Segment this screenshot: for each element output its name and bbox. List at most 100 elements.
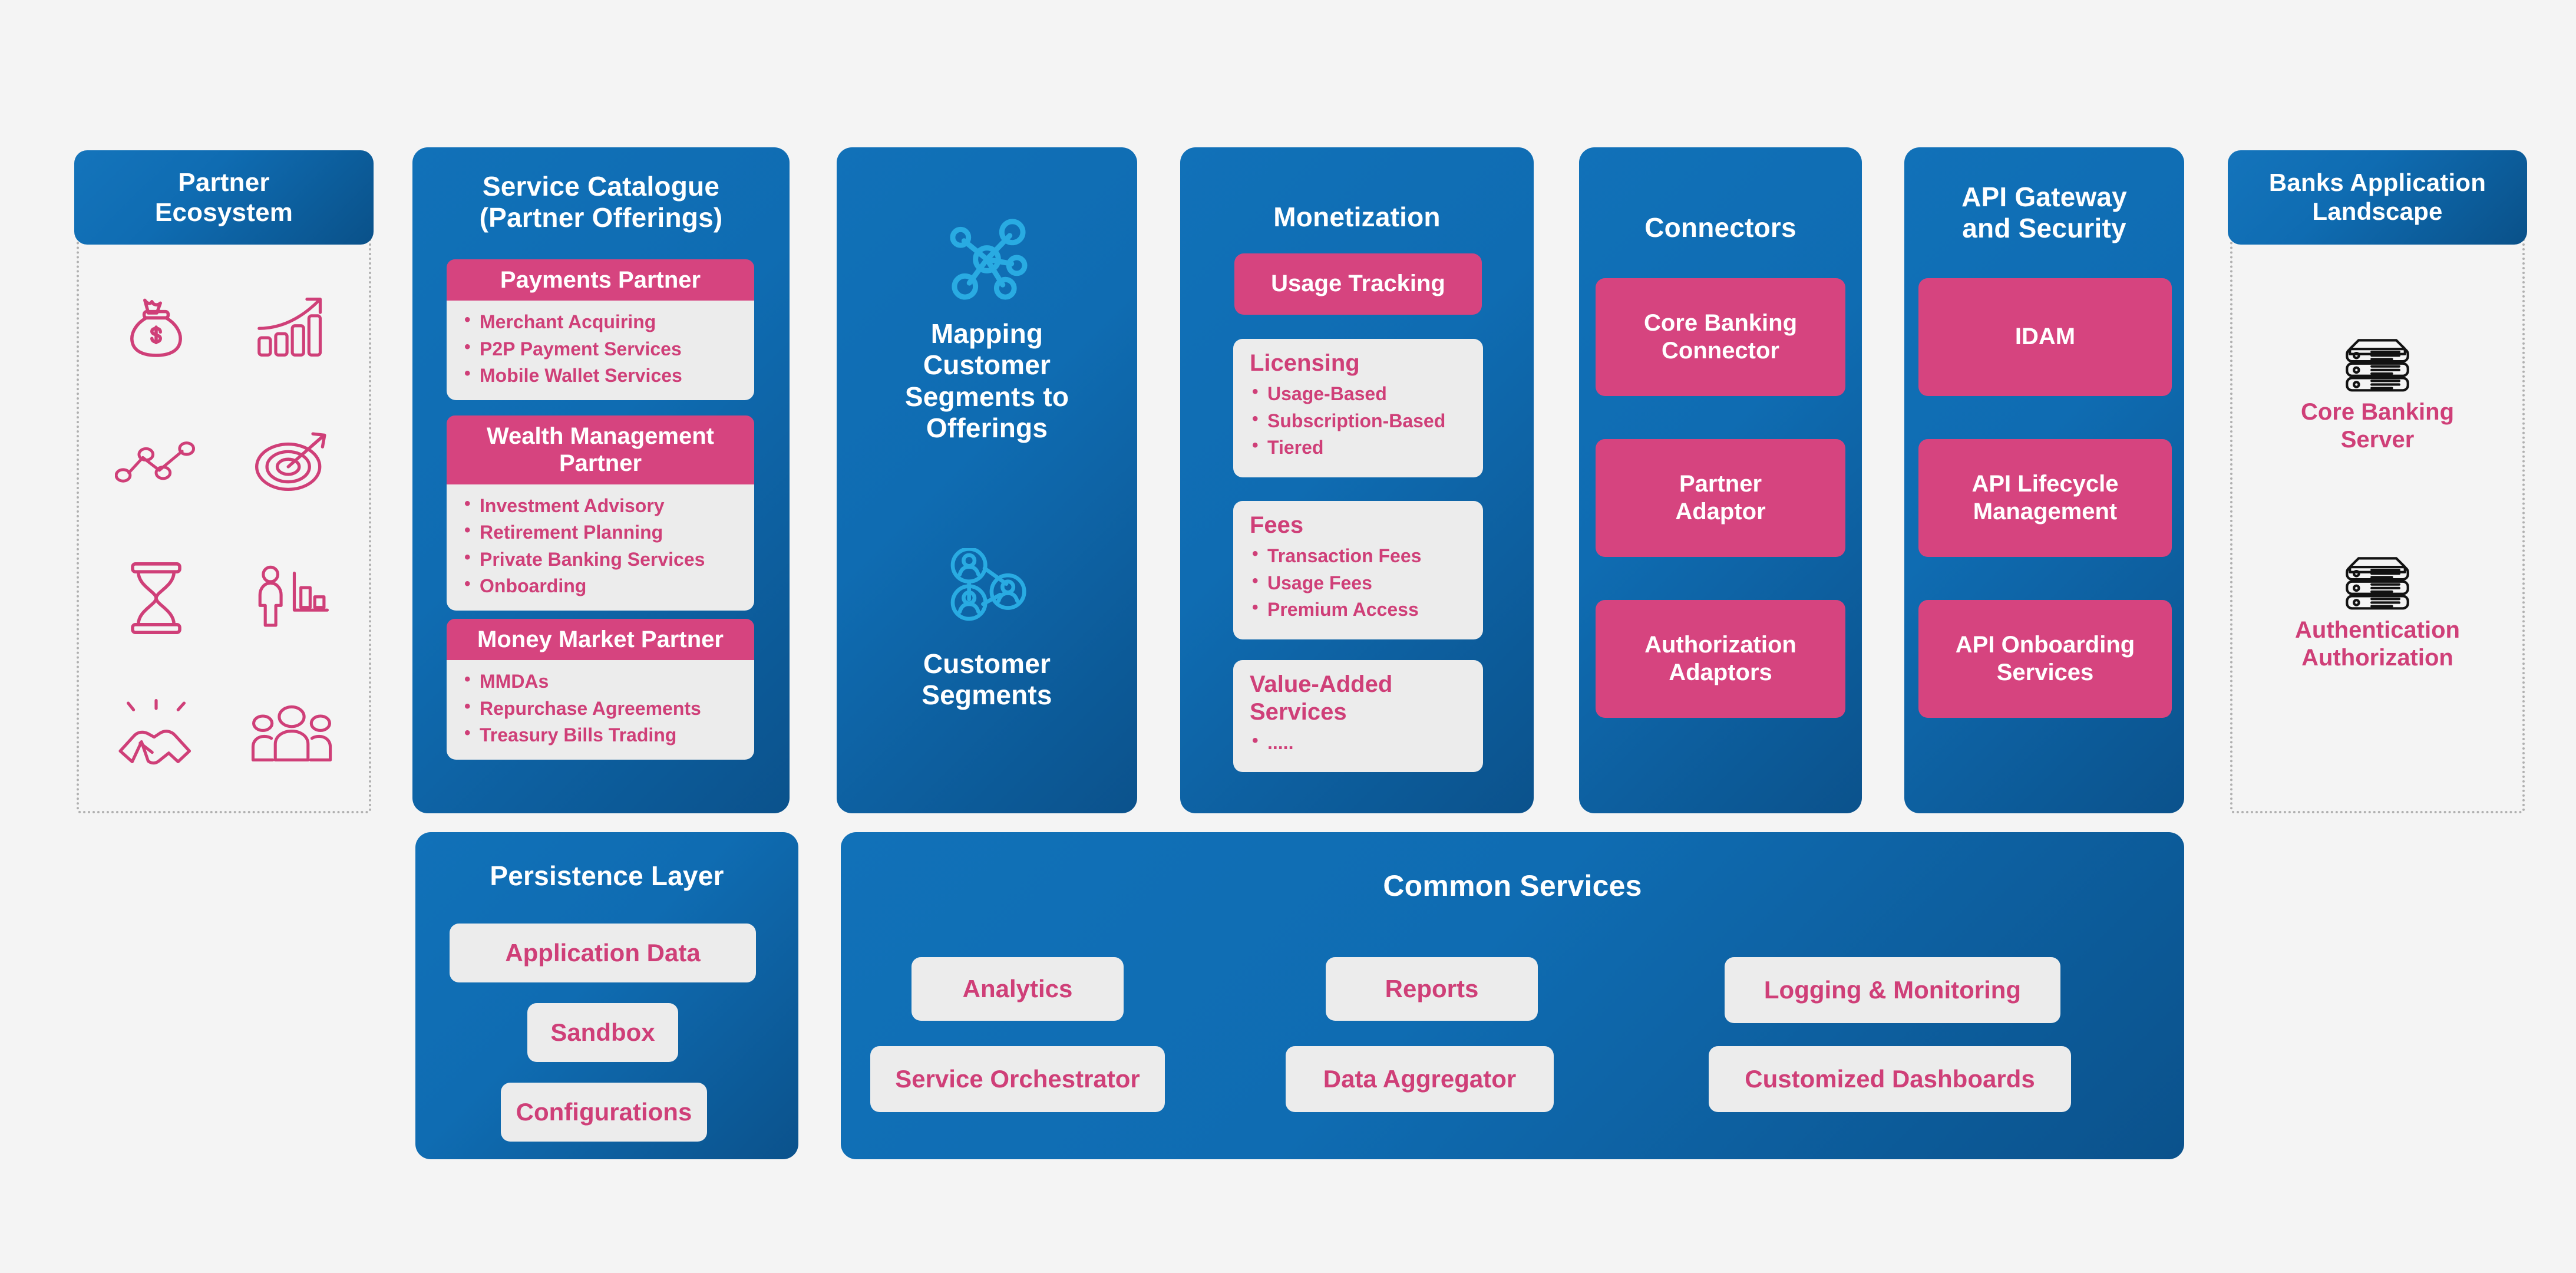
card-header-line1: Value-Added	[1250, 671, 1393, 697]
banks-landscape-title-line2: Landscape	[2312, 197, 2443, 225]
connector-label-line1: Partner	[1679, 470, 1762, 497]
card-item-list: Transaction Fees Usage Fees Premium Acce…	[1250, 542, 1469, 623]
list-item: .....	[1250, 728, 1469, 756]
api-gateway-label-line2: Management	[1973, 499, 2118, 525]
partner-ecosystem-title-line2: Ecosystem	[154, 198, 293, 227]
service-catalogue-title-line2: (Partner Offerings)	[479, 202, 723, 233]
landscape-item-core-banking-server: Core Banking Server	[2230, 336, 2525, 454]
service-group-body: Investment Advisory Retirement Planning …	[447, 484, 754, 611]
list-item: Usage Fees	[1250, 569, 1469, 596]
customer-segments-title-line1: Customer	[923, 648, 1051, 679]
common-service-logging-monitoring: Logging & Monitoring	[1725, 957, 2060, 1023]
landscape-label-line2: Authorization	[2301, 645, 2453, 671]
common-service-service-orchestrator: Service Orchestrator	[870, 1046, 1165, 1112]
service-item-list: Investment Advisory Retirement Planning …	[462, 492, 741, 600]
landscape-item-label: Authentication Authorization	[2230, 616, 2525, 672]
service-catalogue-panel: Service Catalogue (Partner Offerings) Pa…	[412, 147, 790, 813]
service-item-list: MMDAs Repurchase Agreements Treasury Bil…	[462, 667, 741, 748]
server-stack-icon	[2230, 554, 2525, 611]
api-gateway-label-line1: IDAM	[2014, 324, 2076, 350]
service-group-money-market-partner: Money Market Partner MMDAs Repurchase Ag…	[447, 619, 754, 760]
list-item: Investment Advisory	[462, 492, 741, 519]
partner-ecosystem-title: Partner Ecosystem	[155, 167, 293, 227]
service-group-header: Money Market Partner	[447, 619, 754, 661]
landscape-label-line1: Core Banking	[2300, 399, 2455, 425]
api-gateway-title-line1: API Gateway	[1961, 182, 2127, 212]
customer-segments-title-line2: Segments	[922, 680, 1052, 711]
banks-landscape-header: Banks Application Landscape	[2228, 150, 2527, 245]
monetization-title: Monetization	[1273, 202, 1441, 232]
monetization-panel: Monetization Usage Tracking Licensing Us…	[1180, 147, 1534, 813]
api-gateway-title: API Gateway and Security	[1904, 147, 2184, 245]
connector-label-line2: Adaptor	[1675, 499, 1766, 525]
list-item: P2P Payment Services	[462, 335, 741, 362]
service-group-body: MMDAs Repurchase Agreements Treasury Bil…	[447, 660, 754, 760]
banks-landscape-title-line1: Banks Application	[2268, 169, 2486, 197]
mapping-title-line3: Segments to	[904, 381, 1069, 412]
common-service-analytics: Analytics	[911, 957, 1124, 1021]
usage-tracking-badge: Usage Tracking	[1234, 253, 1482, 315]
service-group-wealth-management-partner: Wealth Management Partner Investment Adv…	[447, 415, 754, 611]
banks-landscape-body: Core Banking Server	[2230, 189, 2525, 813]
api-gateway-label-line1: API Onboarding	[1955, 631, 2135, 658]
mapping-title-line4: Offerings	[926, 413, 1048, 444]
landscape-item-authentication-authorization: Authentication Authorization	[2230, 554, 2525, 672]
api-gateway-item-idam: IDAM	[1918, 278, 2172, 396]
service-group-header-line2: Partner	[559, 450, 642, 477]
card-item-list: .....	[1250, 728, 1469, 756]
partner-ecosystem-header: Partner Ecosystem	[74, 150, 374, 245]
connector-core-banking-connector: Core Banking Connector	[1596, 278, 1845, 396]
list-item: Usage-Based	[1250, 380, 1469, 407]
list-item: Treasury Bills Trading	[462, 721, 741, 748]
partner-ecosystem-icon-grid	[88, 259, 359, 802]
network-nodes-icon	[837, 218, 1137, 301]
customer-segments-title: Customer Segments	[837, 648, 1137, 711]
common-service-reports: Reports	[1326, 957, 1538, 1021]
list-item: Transaction Fees	[1250, 542, 1469, 569]
connector-label-line2: Adaptors	[1669, 659, 1772, 685]
common-service-data-aggregator: Data Aggregator	[1286, 1046, 1554, 1112]
persistence-item-configurations: Configurations	[501, 1083, 707, 1142]
persistence-item-application-data: Application Data	[450, 924, 756, 982]
service-group-header: Payments Partner	[447, 259, 754, 301]
partner-ecosystem-group	[77, 189, 371, 813]
common-services-title: Common Services	[1383, 869, 1642, 902]
mapping-panel: Mapping Customer Segments to Offerings C…	[837, 147, 1137, 813]
common-services-panel: Common Services Analytics Reports Loggin…	[841, 832, 2184, 1159]
person-chart-icon	[242, 554, 342, 642]
api-gateway-item-api-lifecycle-management: API Lifecycle Management	[1918, 439, 2172, 557]
list-item: MMDAs	[462, 667, 741, 695]
server-stack-icon	[2230, 336, 2525, 393]
hourglass-icon	[106, 554, 206, 642]
money-bag-icon	[106, 283, 206, 371]
list-item: Subscription-Based	[1250, 407, 1469, 434]
mapping-title-line2: Customer	[923, 349, 1051, 381]
connectors-title: Connectors	[1644, 212, 1796, 243]
mapping-title-line1: Mapping	[930, 318, 1043, 349]
handshake-icon	[106, 690, 206, 778]
banks-landscape-group	[2230, 189, 2525, 813]
line-chart-nodes-icon	[106, 418, 206, 507]
service-group-header: Wealth Management Partner	[447, 415, 754, 484]
connector-partner-adaptor: Partner Adaptor	[1596, 439, 1845, 557]
api-gateway-label-line2: Services	[1996, 659, 2094, 685]
list-item: Tiered	[1250, 433, 1469, 461]
connector-label-line1: Authorization	[1644, 631, 1796, 658]
landscape-label-line1: Authentication	[2295, 617, 2460, 643]
monetization-card-licensing: Licensing Usage-Based Subscription-Based…	[1233, 339, 1483, 477]
persistence-layer-title: Persistence Layer	[490, 860, 724, 891]
connectors-panel: Connectors Core Banking Connector Partne…	[1579, 147, 1862, 813]
api-gateway-label-line1: API Lifecycle	[1971, 470, 2119, 497]
monetization-card-fees: Fees Transaction Fees Usage Fees Premium…	[1233, 501, 1483, 639]
service-catalogue-title: Service Catalogue (Partner Offerings)	[412, 147, 790, 234]
growth-bar-chart-icon	[242, 283, 342, 371]
card-header: Value-Added Services	[1250, 671, 1469, 726]
card-header: Licensing	[1250, 350, 1360, 376]
list-item: Premium Access	[1250, 595, 1469, 623]
service-catalogue-title-line1: Service Catalogue	[482, 171, 720, 202]
card-item-list: Usage-Based Subscription-Based Tiered	[1250, 380, 1469, 461]
list-item: Private Banking Services	[462, 545, 741, 573]
mapping-title: Mapping Customer Segments to Offerings	[837, 318, 1137, 444]
card-header: Fees	[1250, 512, 1304, 538]
